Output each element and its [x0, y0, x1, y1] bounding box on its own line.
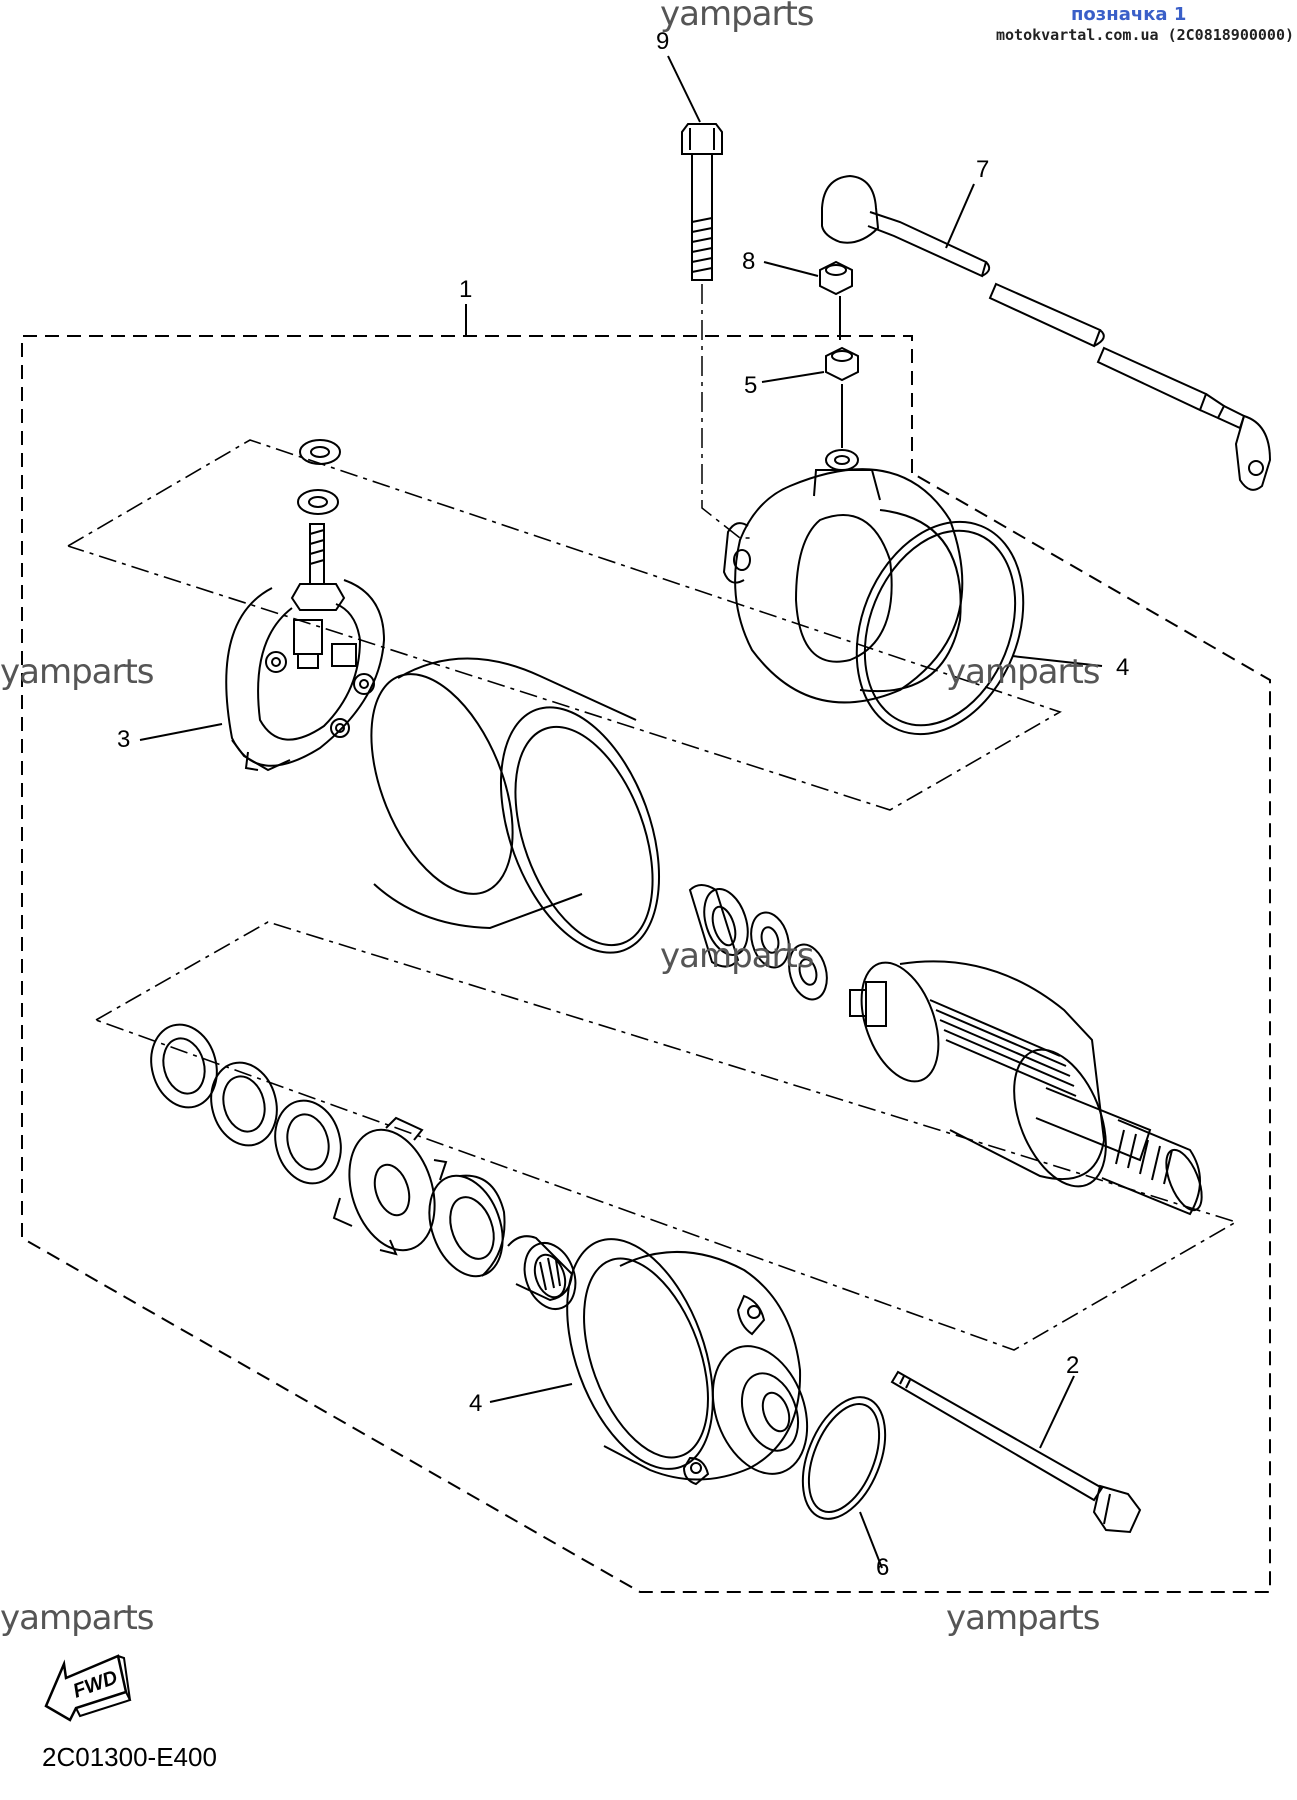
- bushing: [688, 884, 749, 968]
- bolt-9-axis: [701, 284, 752, 539]
- shim-3: [274, 1099, 342, 1185]
- watermark-bottom-left: yamparts: [0, 1598, 155, 1638]
- watermark-center: yamparts: [660, 936, 815, 976]
- diagram-code: 2C01300-E400: [42, 1742, 217, 1772]
- thrust-washer-lower: [788, 943, 828, 1001]
- callout-leader-4-upper: [1011, 655, 1103, 667]
- rear-cover: [722, 449, 964, 704]
- mark-title: позначка 1: [1071, 4, 1187, 25]
- yoke: [370, 657, 661, 954]
- watermark-right: yamparts: [946, 652, 1101, 692]
- lock-washer: [332, 1116, 448, 1256]
- callout-leader-3: [139, 723, 223, 741]
- o-ring-6: [801, 1396, 887, 1520]
- callout-6: 6: [876, 1554, 890, 1581]
- bearing: [428, 1174, 506, 1278]
- bolt-9: [681, 123, 723, 281]
- watermark-bottom-right: yamparts: [946, 1598, 1101, 1638]
- mark-source: motokvartal.com.ua (2C0818900000): [996, 26, 1295, 44]
- nut-8: [819, 260, 853, 296]
- callout-5: 5: [744, 372, 758, 399]
- callout-1: 1: [459, 276, 473, 303]
- o-ring-4-upper: [855, 520, 1025, 736]
- callout-leader-4-lower: [489, 1383, 573, 1403]
- lead-wire-7: [821, 174, 1272, 491]
- callout-7: 7: [976, 156, 990, 183]
- watermark-top: yamparts: [660, 0, 815, 34]
- upper-group-plane: [67, 439, 1062, 811]
- callout-leader-7: [945, 183, 975, 249]
- shim-1: [150, 1023, 218, 1109]
- callout-8: 8: [742, 248, 756, 275]
- lower-group-plane: [95, 921, 1238, 1351]
- thrust-washer-upper: [750, 911, 790, 969]
- callout-leader-5: [761, 371, 825, 383]
- callout-4-upper: 4: [1116, 654, 1130, 681]
- watermark-left: yamparts: [0, 652, 155, 692]
- callout-leader-9: [667, 55, 701, 123]
- through-bolt-2: [890, 1370, 1142, 1534]
- needle-bearing: [507, 1235, 577, 1310]
- callout-leader-8: [763, 261, 819, 277]
- callout-3: 3: [117, 726, 131, 753]
- forward-arrow-icon: FWD: [44, 1654, 132, 1722]
- shim-2: [210, 1061, 278, 1147]
- nut-5: [825, 346, 859, 382]
- armature: [849, 960, 1203, 1216]
- callout-9: 9: [656, 28, 670, 55]
- callout-4-lower: 4: [469, 1390, 483, 1417]
- front-bracket-4: [566, 1238, 809, 1486]
- brush-holder-3: [225, 523, 386, 772]
- callout-leader-2: [1039, 1375, 1075, 1449]
- washer-upper: [299, 439, 341, 465]
- assembly-boundary: [21, 335, 1271, 1593]
- callout-leader-6: [859, 1511, 883, 1569]
- callout-2: 2: [1066, 1352, 1080, 1379]
- washer-lower: [297, 489, 339, 515]
